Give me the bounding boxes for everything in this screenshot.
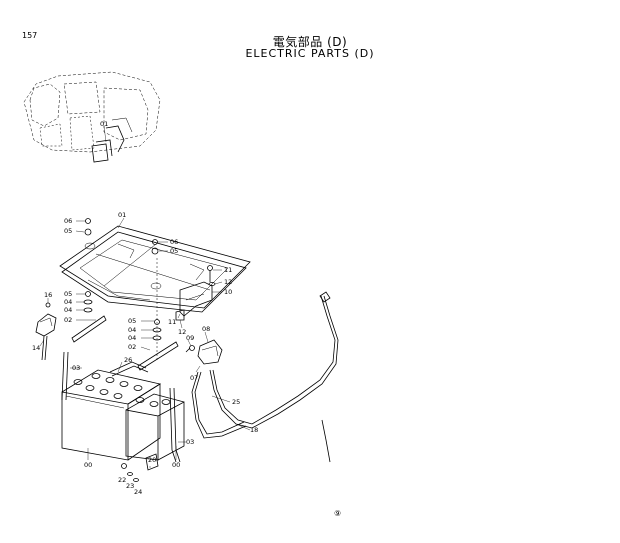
callout-07: 07 (190, 374, 198, 382)
callout-23: 23 (126, 482, 134, 490)
battery-left (61, 369, 162, 461)
callout-09: 09 (186, 334, 194, 342)
callout-05: 05 (128, 317, 136, 325)
callout-10: 10 (224, 288, 232, 296)
title-japanese: 電気部品 (D) (272, 35, 348, 49)
callout-04: 04 (64, 298, 72, 306)
bottom-hardware (121, 453, 159, 482)
callout-11: 11 (224, 266, 232, 274)
callout-12: 12 (224, 278, 232, 286)
cable-harness (191, 291, 339, 463)
callout-14: 14 (32, 344, 40, 352)
callout-04: 04 (128, 326, 136, 334)
callout-06: 06 (64, 217, 72, 225)
callout-02: 02 (128, 343, 136, 351)
battery-cover (59, 225, 251, 313)
callout-01-inset: 01 (100, 120, 108, 128)
callout-04: 04 (128, 334, 136, 342)
left-hold-down (71, 291, 107, 343)
callout-05: 05 (170, 247, 178, 255)
callout-18: 18 (250, 426, 258, 434)
callout-05: 05 (64, 227, 72, 235)
leader-lines (39, 217, 251, 468)
title-english: ELECTRIC PARTS (D) (245, 47, 375, 60)
center-hold-down (137, 258, 179, 371)
callout-26: 26 (124, 356, 132, 364)
battery-relay (185, 339, 223, 365)
callout-20: 20 (148, 456, 156, 464)
callout-25: 25 (232, 398, 240, 406)
machine-overview-inset: 01 (23, 71, 161, 163)
callout-02: 02 (64, 316, 72, 324)
callout-04: 04 (64, 306, 72, 314)
footer-mark: ⑨ (334, 509, 341, 518)
callout-16: 16 (44, 291, 52, 299)
callout-01: 01 (118, 211, 126, 219)
page-number: 157 (22, 31, 38, 40)
callout-08: 08 (202, 325, 210, 333)
callout-11: 11 (168, 318, 176, 326)
callout-24: 24 (134, 488, 142, 496)
callout-00: 00 (84, 461, 92, 469)
callout-12: 12 (178, 328, 186, 336)
callout-06: 06 (170, 238, 178, 246)
callout-03: 03 (186, 438, 194, 446)
callout-05: 05 (64, 290, 72, 298)
callout-00: 00 (172, 461, 180, 469)
callout-22: 22 (118, 476, 126, 484)
cover-fasteners (84, 218, 159, 255)
callout-03: 03 (72, 364, 80, 372)
relay-bracket (175, 265, 216, 321)
